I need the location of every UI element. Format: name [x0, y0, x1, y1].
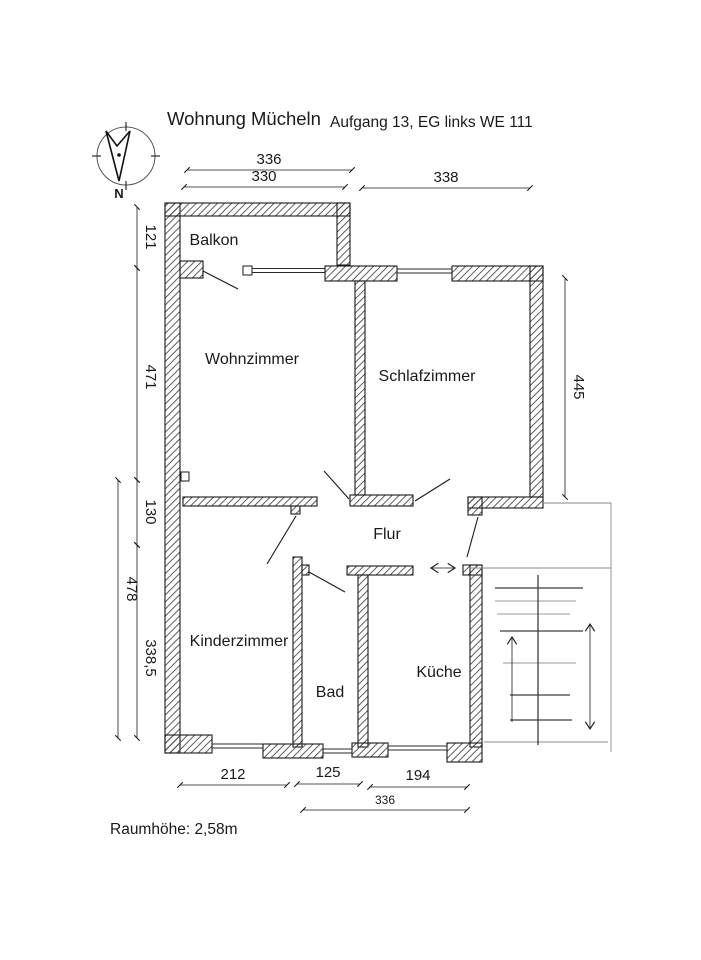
wall-bad-kueche-divider — [357, 574, 369, 748]
room-label-kueche: Küche — [416, 664, 461, 681]
door-bad — [308, 571, 346, 593]
wall-flur-top-middle — [349, 494, 414, 507]
dim-top-schlafzimmer: 338 — [433, 169, 458, 186]
wall-kinder-bad-divider — [292, 556, 303, 748]
wall-bottom-left-corner — [164, 734, 213, 754]
wall-entry-jamb-top — [467, 496, 483, 516]
dim-top-inner: 330 — [251, 168, 276, 185]
wall-kinder-bad-flange — [301, 564, 310, 576]
compass: N — [92, 122, 160, 201]
wall-schlafzimmer-right — [529, 265, 544, 498]
wall-top-right — [451, 265, 544, 282]
staircase — [470, 502, 612, 752]
room-label-bad: Bad — [316, 684, 344, 701]
dim-left-flur: 130 — [142, 499, 159, 524]
room-label-kinderzimmer: Kinderzimmer — [190, 633, 289, 650]
room-label-flur: Flur — [373, 526, 401, 543]
door-swings — [202, 270, 479, 593]
compass-center-dot — [117, 153, 121, 157]
wall-left-exterior — [164, 202, 181, 754]
walls — [164, 202, 544, 763]
wall-balcony-right — [336, 202, 351, 266]
dim-left-total: 478 — [123, 576, 140, 601]
room-label-balkon: Balkon — [190, 232, 239, 249]
door-entry — [466, 516, 479, 558]
window-marker-balcony — [242, 265, 253, 276]
dimension-lines: 336 330 338 121 471 130 338,5 478 445 21… — [114, 151, 587, 814]
dim-left-kinderzimmer: 338,5 — [142, 639, 159, 677]
wall-balcony-door-jamb — [179, 260, 204, 279]
dim-bottom-total: 336 — [375, 793, 395, 807]
dim-right-schlafzimmer: 445 — [570, 374, 587, 399]
windows — [180, 265, 452, 754]
door-schlafzimmer — [414, 478, 451, 502]
dim-bottom-kinderzimmer: 212 — [220, 766, 245, 783]
wall-top-middle — [324, 265, 398, 282]
wall-flur-top-left — [182, 496, 318, 507]
page-title: Wohnung Mücheln — [167, 108, 321, 129]
wall-bottom-middle-1 — [262, 743, 324, 759]
room-labels: Balkon Wohnzimmer Schlafzimmer Flur Kind… — [190, 232, 477, 701]
page-subtitle: Aufgang 13, EG links WE 111 — [330, 114, 533, 131]
wall-kinderzimmer-door-jamb — [290, 505, 301, 515]
dim-bottom-kueche: 194 — [405, 767, 430, 784]
door-kinderzimmer — [266, 515, 297, 565]
wall-wohn-schlaf-divider — [354, 280, 366, 496]
window-marker-left-wall — [180, 471, 190, 482]
wall-bottom-middle-2 — [351, 742, 389, 758]
room-label-wohnzimmer: Wohnzimmer — [205, 351, 300, 368]
wall-bad-kueche-flange — [346, 565, 414, 576]
door-wohnzimmer — [323, 470, 350, 500]
wall-bottom-right-corner — [446, 742, 483, 763]
compass-north-label: N — [114, 186, 123, 201]
dim-left-wohnzimmer: 471 — [142, 364, 159, 389]
dim-bottom-bad: 125 — [315, 764, 340, 781]
dim-left-balkon: 121 — [142, 224, 159, 249]
dim-top-outer: 336 — [256, 151, 281, 168]
wall-kueche-right — [469, 564, 483, 748]
room-label-schlafzimmer: Schlafzimmer — [379, 368, 477, 385]
door-balkon — [202, 270, 239, 290]
wall-balcony-top — [164, 202, 351, 217]
room-height-note: Raumhöhe: 2,58m — [110, 821, 238, 838]
